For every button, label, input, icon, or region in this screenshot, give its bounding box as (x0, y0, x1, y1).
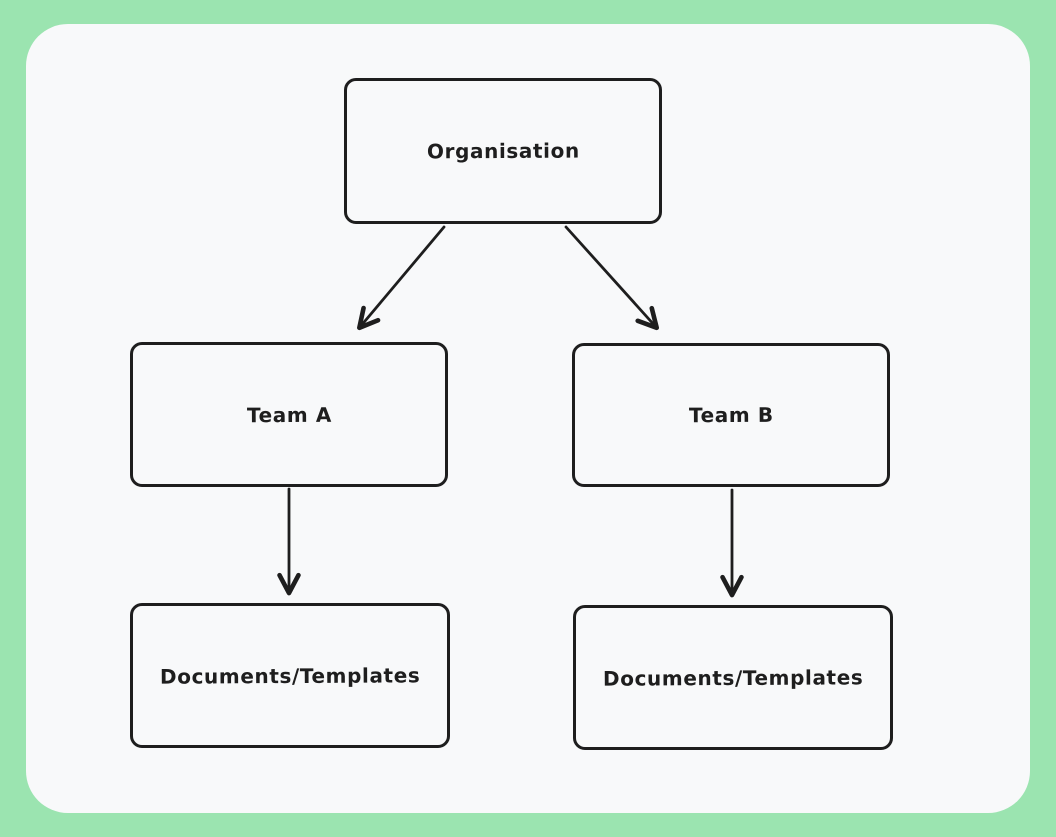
node-team-b-label: Team B (688, 402, 774, 428)
node-documents-templates-b-label: Documents/Templates (602, 664, 864, 691)
node-documents-templates-a-label: Documents/Templates (159, 662, 421, 689)
node-documents-templates-a[interactable]: Documents/Templates (130, 603, 450, 748)
node-documents-templates-b[interactable]: Documents/Templates (573, 605, 893, 750)
node-team-a[interactable]: Team A (130, 342, 448, 487)
node-team-b[interactable]: Team B (572, 343, 890, 487)
node-organisation[interactable]: Organisation (344, 78, 662, 224)
node-team-a-label: Team A (246, 402, 332, 427)
node-organisation-label: Organisation (426, 138, 580, 164)
